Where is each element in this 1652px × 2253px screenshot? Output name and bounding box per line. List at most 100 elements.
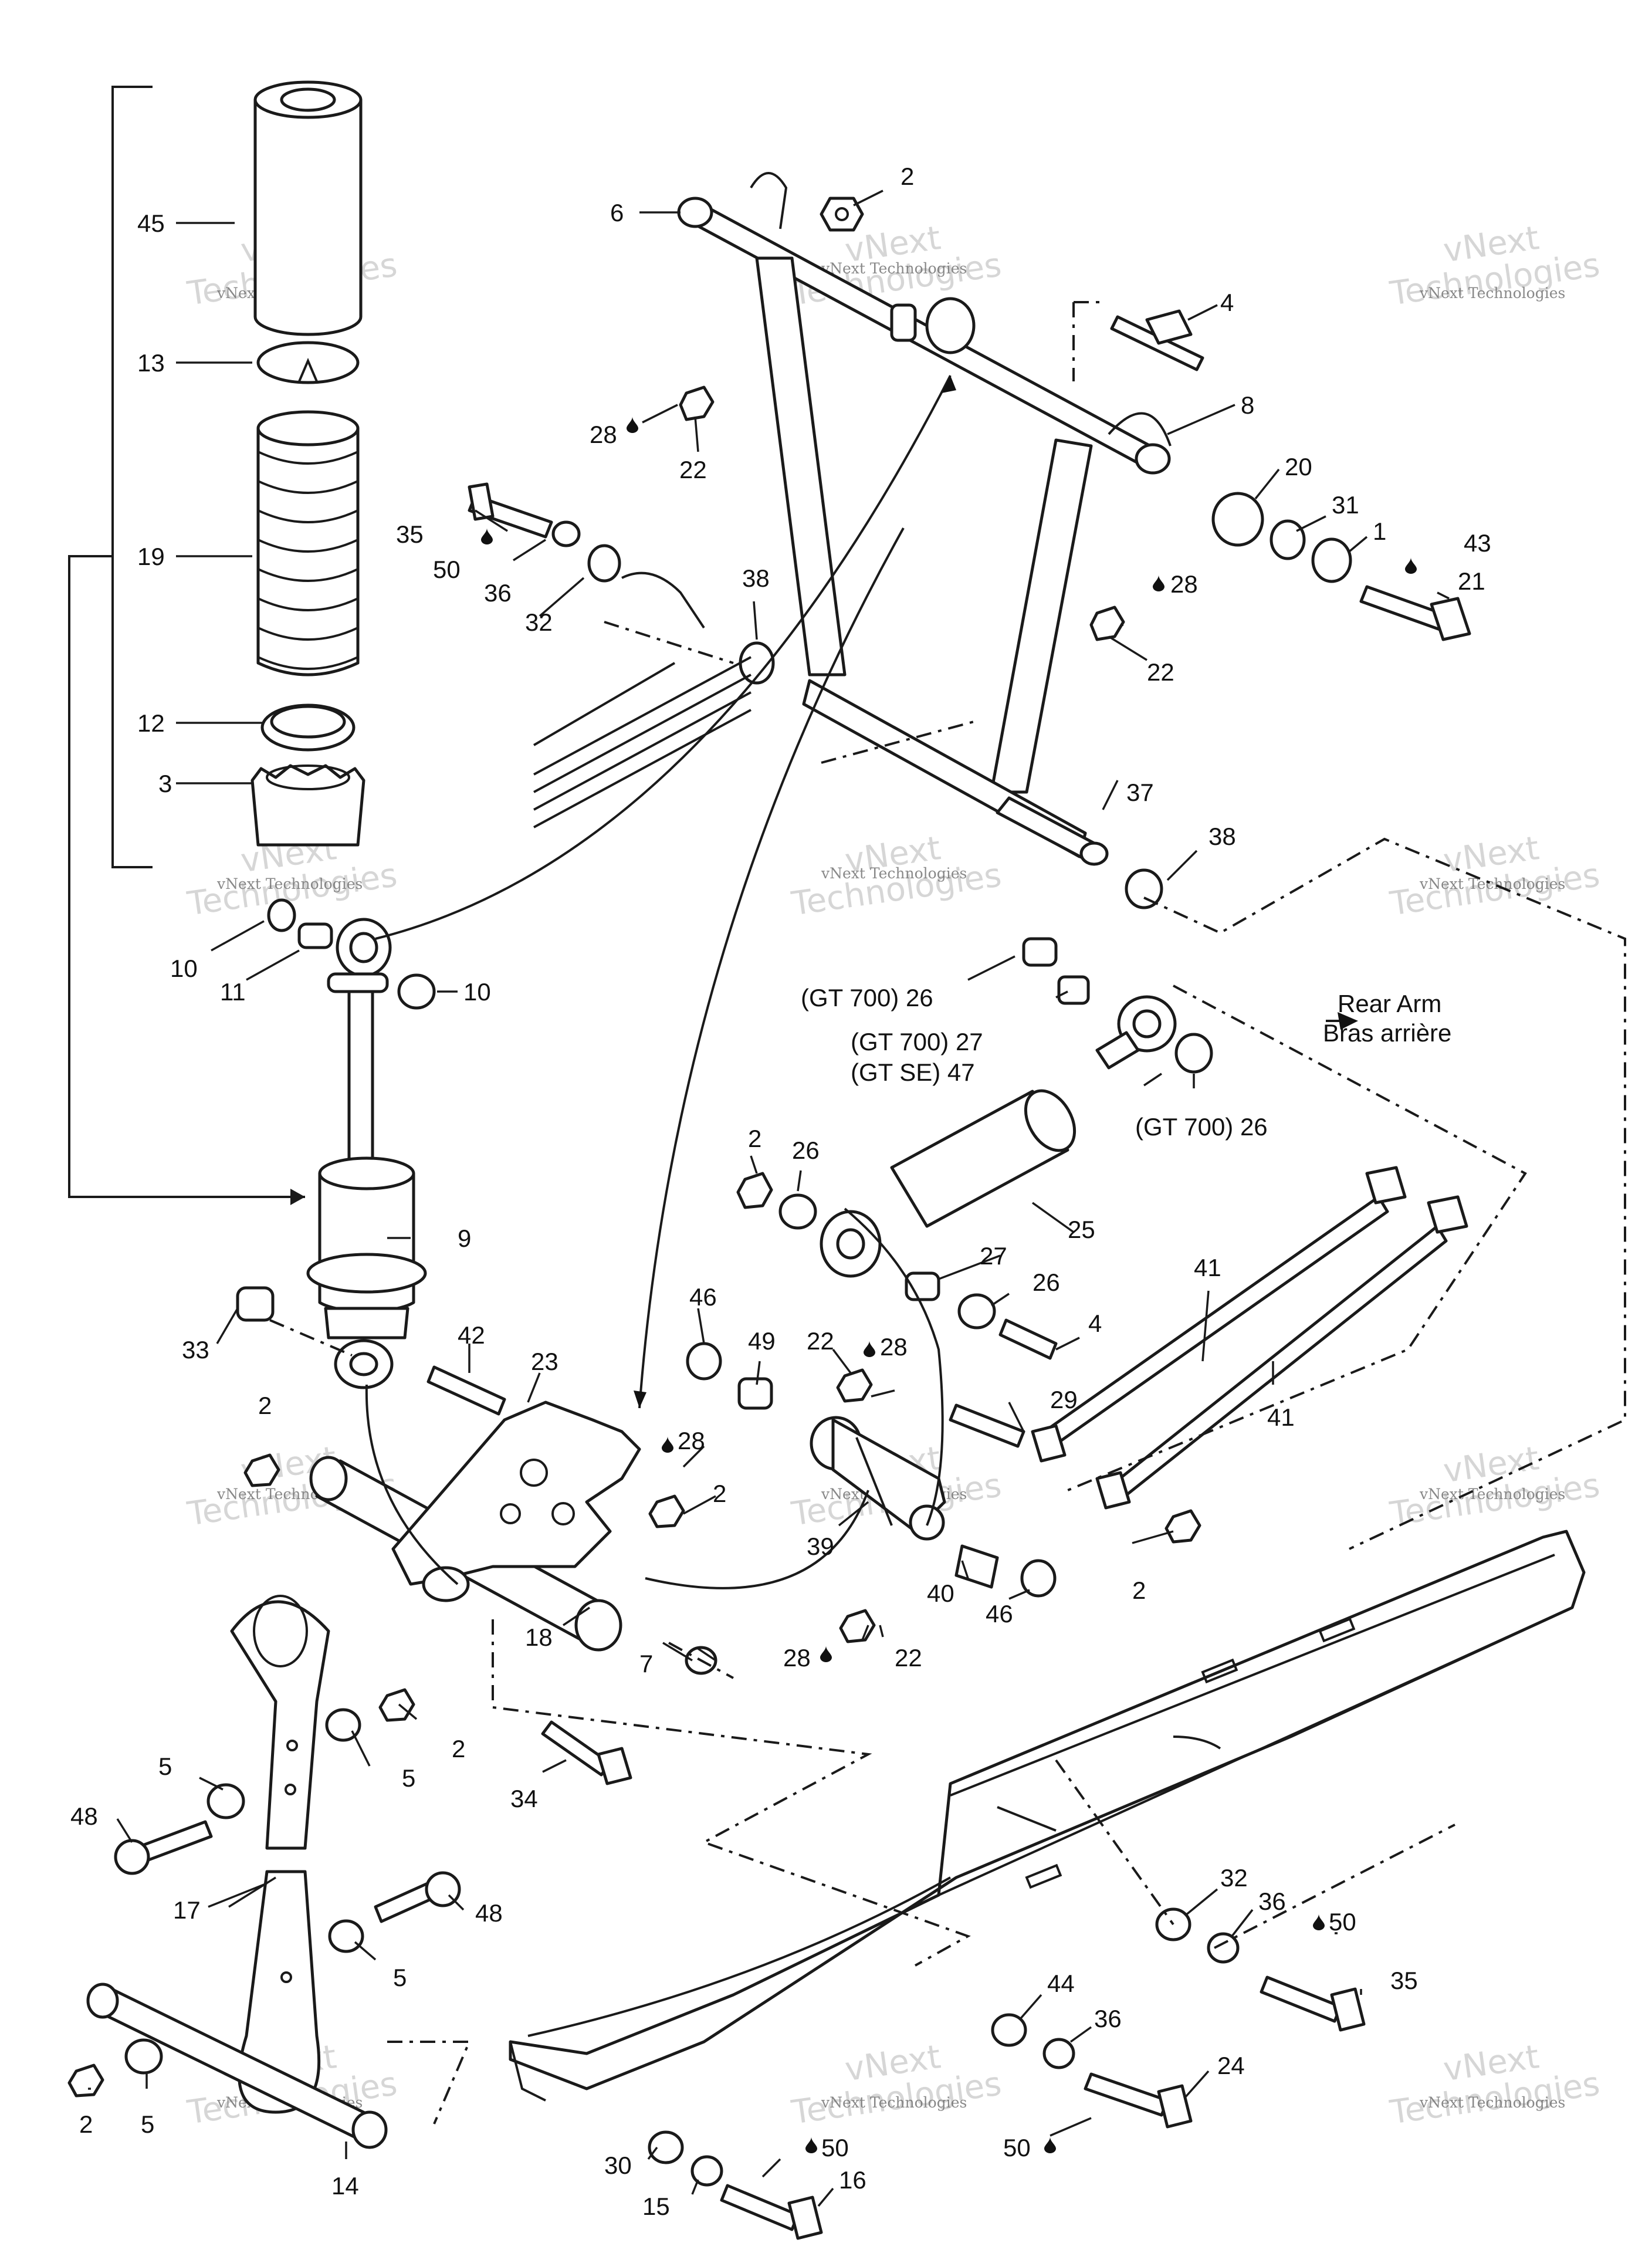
callout-34: 34 [510,1785,538,1812]
watermark: vNext Technologies [1387,829,1602,923]
oil-drop-icon [1313,1914,1325,1930]
pivot-bracket [243,1365,717,1785]
callout-18: 18 [525,1623,553,1651]
grease-fitting-22b [1089,605,1125,641]
callout-35b: 35 [1390,1967,1418,1994]
callout-48: 48 [70,1802,98,1830]
callout-12: 12 [137,709,165,737]
sleeve-49 [737,1377,773,1410]
connection-lines [269,301,1626,2125]
callout-28c: 28 [880,1333,908,1361]
front-shock-assembly [68,80,436,1389]
callout-29: 29 [1050,1386,1078,1413]
callout-22d: 22 [895,1644,922,1672]
bolt-4-rear [998,1318,1058,1360]
callout-24: 24 [1217,2052,1245,2079]
callout-20: 20 [1285,453,1312,481]
callout-2f: 2 [452,1735,465,1763]
callout-30: 30 [604,2151,632,2179]
rear-shock [736,937,1213,1360]
watermark-small: vNext Technologies [821,2094,967,2111]
callout-15: 15 [642,2193,670,2220]
watermark-small: vNext Technologies [1419,875,1565,892]
watermark: vNext Technologies [789,2038,1004,2132]
callout-2e: 2 [1132,1577,1146,1604]
oil-drop-icon [1153,575,1164,591]
callout-19: 19 [137,543,165,570]
callout-26b: 26 [792,1136,820,1164]
callout-26-gt700-right: (GT 700) 26 [1135,1113,1268,1141]
lower-brackets-17 [67,1595,461,2149]
callout-4b: 4 [1088,1310,1102,1337]
group-arrow-line [68,555,305,1198]
callout-28e: 28 [783,1644,811,1672]
callout-2: 2 [901,163,914,190]
bushing-26-right [1174,1033,1213,1074]
bushing-46b [1020,1559,1057,1598]
callout-2g: 2 [79,2110,93,2138]
nut-2-bracket [648,1494,685,1528]
callout-2b: 2 [748,1125,761,1152]
callout-28b: 28 [1170,570,1198,598]
callout-2d: 2 [713,1480,726,1507]
callout-46b: 46 [986,1600,1013,1628]
callout-49: 49 [748,1327,776,1355]
callout-36b: 36 [1258,1887,1286,1915]
coil-spring [256,410,360,676]
nut-2-bracket17 [378,1688,415,1722]
callout-39: 39 [807,1533,834,1560]
callout-42: 42 [458,1321,485,1349]
callout-27-gt700: (GT 700) 27 [851,1028,983,1056]
callout-28d: 28 [678,1427,705,1454]
callout-labels: 45 13 19 12 3 6 2 4 8 20 31 1 43 21 28 2… [70,163,1491,2220]
callout-11: 11 [220,978,246,1006]
bushing-26-left [778,1193,817,1230]
washer-5a [206,1783,245,1819]
watermark-small: vNext Technologies [216,875,363,892]
leader-lines [88,190,1450,2207]
washer-36 [551,520,581,547]
callout-5d: 5 [141,2110,154,2138]
rail-fragment-top [533,571,751,828]
callout-46: 46 [689,1283,717,1311]
watermark: vNext Technologies [1387,2038,1602,2132]
handle-left [750,172,788,229]
callout-25: 25 [1068,1216,1095,1243]
oil-drop-icon [805,2137,817,2153]
grease-fitting-22c [836,1368,873,1403]
oil-drop-icon [627,417,638,433]
washer-30 [648,2130,684,2164]
oil-drop-icon [864,1341,875,1357]
oil-drop-icon [1405,557,1417,574]
washer-31 [1270,519,1306,560]
shock-boot [253,80,363,336]
sleeve-40 [954,1544,999,1589]
lower-bushing-33 [236,1286,275,1322]
shock-body-25 [890,1090,1069,1228]
nut-2-shaft [67,2063,104,2098]
callout-14: 14 [331,2172,359,2200]
callout-44: 44 [1047,1970,1075,1997]
bolt-35b [1260,1975,1342,2023]
watermark-small: vNext Technologies [821,865,967,882]
callout-37: 37 [1126,779,1154,806]
spacer-44 [991,2013,1027,2047]
callout-50: 50 [433,556,461,583]
washer-32 [587,544,621,583]
top-fasteners [468,197,1471,909]
callout-22b: 22 [1147,658,1174,686]
bolt-16 [720,2184,800,2231]
bracket-17-upper [230,1600,330,1850]
callout-47-gtse: (GT SE) 47 [851,1058,975,1086]
oil-drop-icon [1044,2137,1056,2153]
callout-23: 23 [531,1348,558,1375]
washer-1 [1311,537,1352,583]
spacer-20 [1211,492,1264,547]
callout-2c: 2 [258,1392,272,1419]
callout-5b: 5 [402,1764,415,1792]
bras-arriere-label: Bras arrière [1323,1019,1451,1047]
spring-adjuster [250,764,365,847]
group-bracket [111,86,153,868]
callout-41b: 41 [1267,1403,1295,1431]
